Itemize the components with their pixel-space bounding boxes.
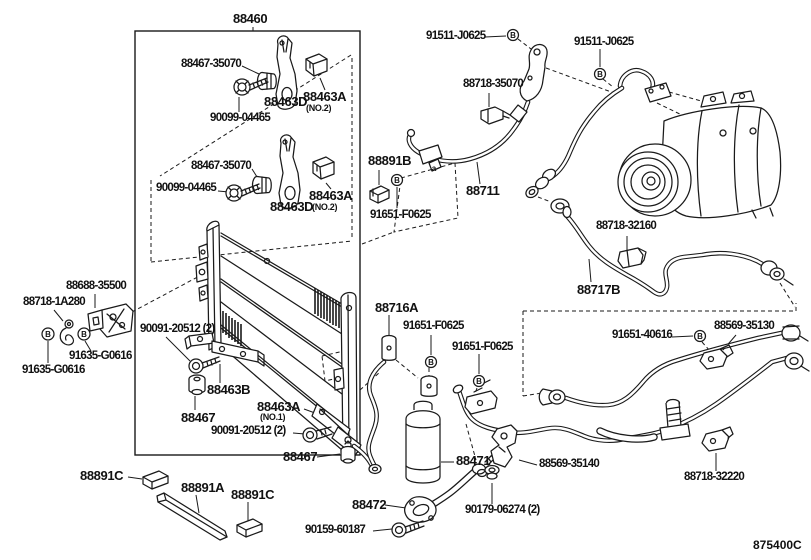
suction-hose bbox=[525, 70, 672, 199]
part-label-91635-G0616-1: 91635-G0616 bbox=[69, 350, 132, 362]
part-label-88569-35130: 88569-35130 bbox=[714, 320, 775, 332]
part-label-91651-F0625-3: 91651-F0625 bbox=[452, 341, 513, 353]
condenser-assembly-box bbox=[134, 27, 361, 456]
part-label-90179-06274: 90179-06274 (2) bbox=[465, 504, 540, 516]
part-label-88463A-no1-note: (NO.1) bbox=[260, 412, 286, 422]
part-label-88467-1: 88467 bbox=[181, 410, 216, 425]
bottom-bracket-group bbox=[184, 332, 265, 396]
b-marker-text: B bbox=[476, 377, 482, 386]
receiver-drier-group bbox=[354, 334, 518, 538]
part-label-88460: 88460 bbox=[233, 11, 268, 26]
part-label-88463B: 88463B bbox=[207, 382, 251, 397]
bottom-stay-group bbox=[302, 403, 362, 464]
part-label-88463D-1: 88463D bbox=[264, 94, 308, 109]
part-label-88471: 88471 bbox=[456, 453, 491, 468]
part-label-88463A-no1: 88463A bbox=[257, 399, 301, 414]
part-label-88463A-2-note: (NO.2) bbox=[312, 202, 338, 212]
part-label-88472: 88472 bbox=[352, 497, 387, 512]
mount-group-top-1 bbox=[233, 35, 328, 110]
discharge-hose-88711 bbox=[408, 43, 548, 172]
part-label-90099-04465-1: 90099-04465 bbox=[210, 112, 271, 124]
b-marker-text: B bbox=[428, 358, 434, 367]
rear-pipes bbox=[452, 324, 810, 452]
b-marker-text: B bbox=[510, 31, 516, 40]
part-label-88688-35500: 88688-35500 bbox=[66, 280, 127, 292]
side-bracket-group bbox=[59, 303, 134, 346]
ref-letter-a: a bbox=[432, 164, 437, 173]
drawing-code: 875400C bbox=[753, 538, 802, 552]
part-label-88467-35070-1: 88467-35070 bbox=[181, 58, 242, 70]
part-label-88718-1A280: 88718-1A280 bbox=[23, 296, 86, 308]
pipe-88717B bbox=[550, 198, 794, 294]
b-markers: B B B B B B B B bbox=[41, 28, 707, 388]
b-marker-text: B bbox=[394, 176, 400, 185]
part-label-91635-G0616-2: 91635-G0616 bbox=[22, 364, 85, 376]
seal-blocks bbox=[142, 185, 390, 541]
b-marker-text: B bbox=[45, 330, 51, 339]
part-label-88467-2: 88467 bbox=[283, 449, 318, 464]
b-marker-text: B bbox=[697, 332, 703, 341]
part-label-91511-J0625-1: 91511-J0625 bbox=[426, 30, 486, 42]
part-label-88463A-1-note: (NO.2) bbox=[306, 103, 332, 113]
part-label-88463A-2: 88463A bbox=[309, 188, 353, 203]
part-label-88467-35070-2: 88467-35070 bbox=[191, 160, 252, 172]
b-marker-text: B bbox=[81, 330, 87, 339]
part-label-91651-F0625-2: 91651-F0625 bbox=[403, 320, 464, 332]
part-label-88716A: 88716A bbox=[375, 300, 419, 315]
compressor bbox=[617, 90, 782, 219]
part-label-88711: 88711 bbox=[466, 183, 500, 198]
part-label-91511-J0625-2: 91511-J0625 bbox=[574, 36, 634, 48]
part-label-88891B: 88891B bbox=[368, 153, 412, 168]
b-marker-text: B bbox=[597, 70, 603, 79]
part-label-88463A-1: 88463A bbox=[303, 89, 347, 104]
part-label-90159-60187: 90159-60187 bbox=[305, 524, 366, 536]
part-label-88891C-1: 88891C bbox=[80, 468, 124, 483]
part-label-88891A: 88891A bbox=[181, 480, 225, 495]
part-label-88891C-2: 88891C bbox=[231, 487, 275, 502]
part-label-88718-35070: 88718-35070 bbox=[463, 78, 524, 90]
part-label-91651-F0625-1: 91651-F0625 bbox=[370, 209, 431, 221]
part-label-90099-04465-2: 90099-04465 bbox=[156, 182, 217, 194]
part-label-88569-35140: 88569-35140 bbox=[539, 458, 600, 470]
part-label-91651-40616: 91651-40616 bbox=[612, 329, 673, 341]
part-label-88717B: 88717B bbox=[577, 282, 621, 297]
part-label-88718-32220: 88718-32220 bbox=[684, 471, 745, 483]
part-label-90091-20512-2: 90091-20512 (2) bbox=[211, 425, 286, 437]
leader-lines bbox=[47, 35, 737, 532]
part-label-90091-20512-1: 90091-20512 (2) bbox=[140, 323, 215, 335]
part-label-88463D-2: 88463D bbox=[270, 199, 314, 214]
part-label-88718-32160: 88718-32160 bbox=[596, 220, 657, 232]
